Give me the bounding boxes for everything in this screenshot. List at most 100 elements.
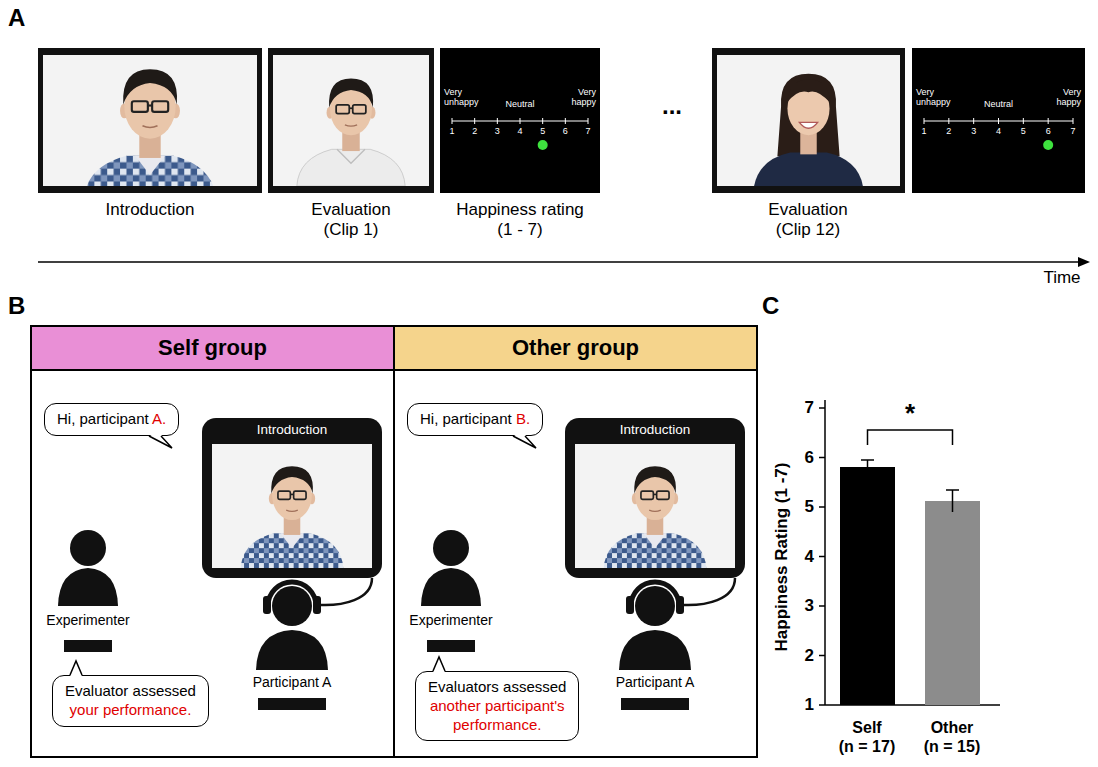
- tail-fill: [70, 661, 82, 677]
- scale-number: 1: [449, 126, 454, 136]
- tail-fill: [433, 657, 445, 673]
- scale-tick: [497, 118, 498, 124]
- category-label: Self (n = 17): [839, 718, 895, 756]
- scale-number: 2: [472, 126, 477, 136]
- speech-bubble: Evaluators assessed another participant'…: [415, 671, 579, 741]
- rating-dot: [538, 140, 548, 150]
- bubble-text: Hi, participant A.: [57, 410, 166, 429]
- scale-number: 5: [1021, 126, 1026, 136]
- scale-tick: [998, 118, 999, 124]
- tick-label: 1: [805, 695, 814, 715]
- category-label: Other (n = 15): [924, 718, 980, 756]
- frame-caption: Introduction: [106, 200, 195, 220]
- bubble-text: Evaluator assessed your performance.: [65, 682, 196, 720]
- bar: [840, 467, 895, 705]
- scale-tick: [1073, 118, 1074, 124]
- scale-number: 7: [585, 126, 590, 136]
- photo-frames: [38, 40, 905, 201]
- tick-label: 5: [805, 497, 814, 517]
- scale-tick: [924, 118, 925, 124]
- panel-letter: C: [762, 292, 779, 321]
- tail-outline: [149, 436, 172, 448]
- highlight-text: another participant's: [430, 697, 565, 714]
- speech-bubble: Evaluator assessed your performance.: [52, 675, 209, 727]
- highlight-text: B.: [516, 410, 530, 427]
- scale-anchor: Very unhappy: [444, 87, 479, 108]
- screen-title: Introduction: [565, 418, 745, 437]
- bubble-tail: [512, 435, 538, 450]
- error-bars: [861, 460, 959, 512]
- scale-anchor: Very unhappy: [916, 87, 951, 108]
- tick-label: 6: [805, 447, 814, 467]
- tick-label: 3: [805, 596, 814, 616]
- scale-number: 7: [1070, 126, 1075, 136]
- scale-tick: [474, 118, 475, 124]
- highlight-text: performance.: [453, 716, 541, 733]
- highlight-text: A.: [152, 410, 166, 427]
- tail-outline: [513, 436, 536, 448]
- bubble-tail: [432, 657, 447, 672]
- scale-tick: [565, 118, 566, 124]
- rating-dot: [1043, 140, 1053, 150]
- tick-label: 7: [805, 398, 814, 418]
- scale-tick: [1048, 118, 1049, 124]
- frame-caption: Happiness rating (1 - 7): [456, 200, 584, 241]
- face-photo: [43, 40, 257, 201]
- significance-bracket: [868, 430, 953, 445]
- bar-chart: [819, 400, 1000, 705]
- panel-letter: A: [8, 4, 25, 33]
- panel-letter: B: [8, 292, 25, 321]
- tick-label: 2: [805, 645, 814, 665]
- bubble-tail: [69, 661, 84, 676]
- person-label: Experimenter: [46, 612, 129, 629]
- scale-anchor: Very happy: [1056, 87, 1081, 108]
- bubble-text: Hi, participant B.: [420, 410, 530, 429]
- scale-number: 6: [563, 126, 568, 136]
- frame-caption: Evaluation (Clip 12): [768, 200, 847, 241]
- group-panel: Other groupHi, participant B. Introductio…: [393, 325, 758, 758]
- tick-label: 4: [805, 546, 814, 566]
- group-header: Self group: [32, 327, 393, 371]
- scale-anchor: Neutral: [505, 99, 534, 109]
- axis-label: Time: [1043, 268, 1080, 288]
- scale-tick: [520, 118, 521, 124]
- scale-anchor: Neutral: [984, 99, 1013, 109]
- video-frame: [712, 48, 905, 193]
- scale-tick: [542, 118, 543, 124]
- speech-bubble: Hi, participant B.: [407, 403, 543, 436]
- time-arrow: [38, 257, 1090, 267]
- face-photo: [264, 55, 439, 186]
- speech-bubble: Hi, participant A.: [44, 403, 179, 436]
- rating-scale: [912, 48, 1085, 193]
- scale-number: 3: [971, 126, 976, 136]
- self-scene: [58, 418, 382, 710]
- scale-tick: [973, 118, 974, 124]
- screen-title: Introduction: [202, 418, 382, 437]
- tail-fill: [513, 434, 536, 448]
- face-photo: [717, 52, 900, 189]
- scale-number: 1: [921, 126, 926, 136]
- significance-mark: *: [905, 398, 915, 429]
- bubble-tail: [148, 435, 174, 450]
- person-label: Participant A: [253, 674, 332, 691]
- person-label: Participant A: [616, 674, 695, 691]
- scale-tick: [588, 118, 589, 124]
- scale-tick: [452, 118, 453, 124]
- bar: [925, 501, 980, 705]
- rating-scale: [440, 48, 600, 193]
- axis-title: Happiness Rating (1 -7): [772, 463, 792, 652]
- other-scene: [421, 418, 745, 710]
- tail-outline: [70, 661, 82, 675]
- rating-screen: Very unhappyNeutralVery happy1234567: [912, 48, 1085, 193]
- ellipsis: ...: [662, 92, 682, 121]
- bubble-text: Evaluators assessed another participant'…: [428, 678, 566, 734]
- highlight-text: your performance.: [70, 701, 192, 718]
- y-axis: [824, 400, 826, 705]
- scale-number: 5: [540, 126, 545, 136]
- scale-tick: [948, 118, 949, 124]
- frame-caption: Evaluation (Clip 1): [311, 200, 390, 241]
- monitor-screen: Introduction: [202, 418, 382, 578]
- scale-number: 4: [996, 126, 1001, 136]
- group-header: Other group: [395, 327, 756, 371]
